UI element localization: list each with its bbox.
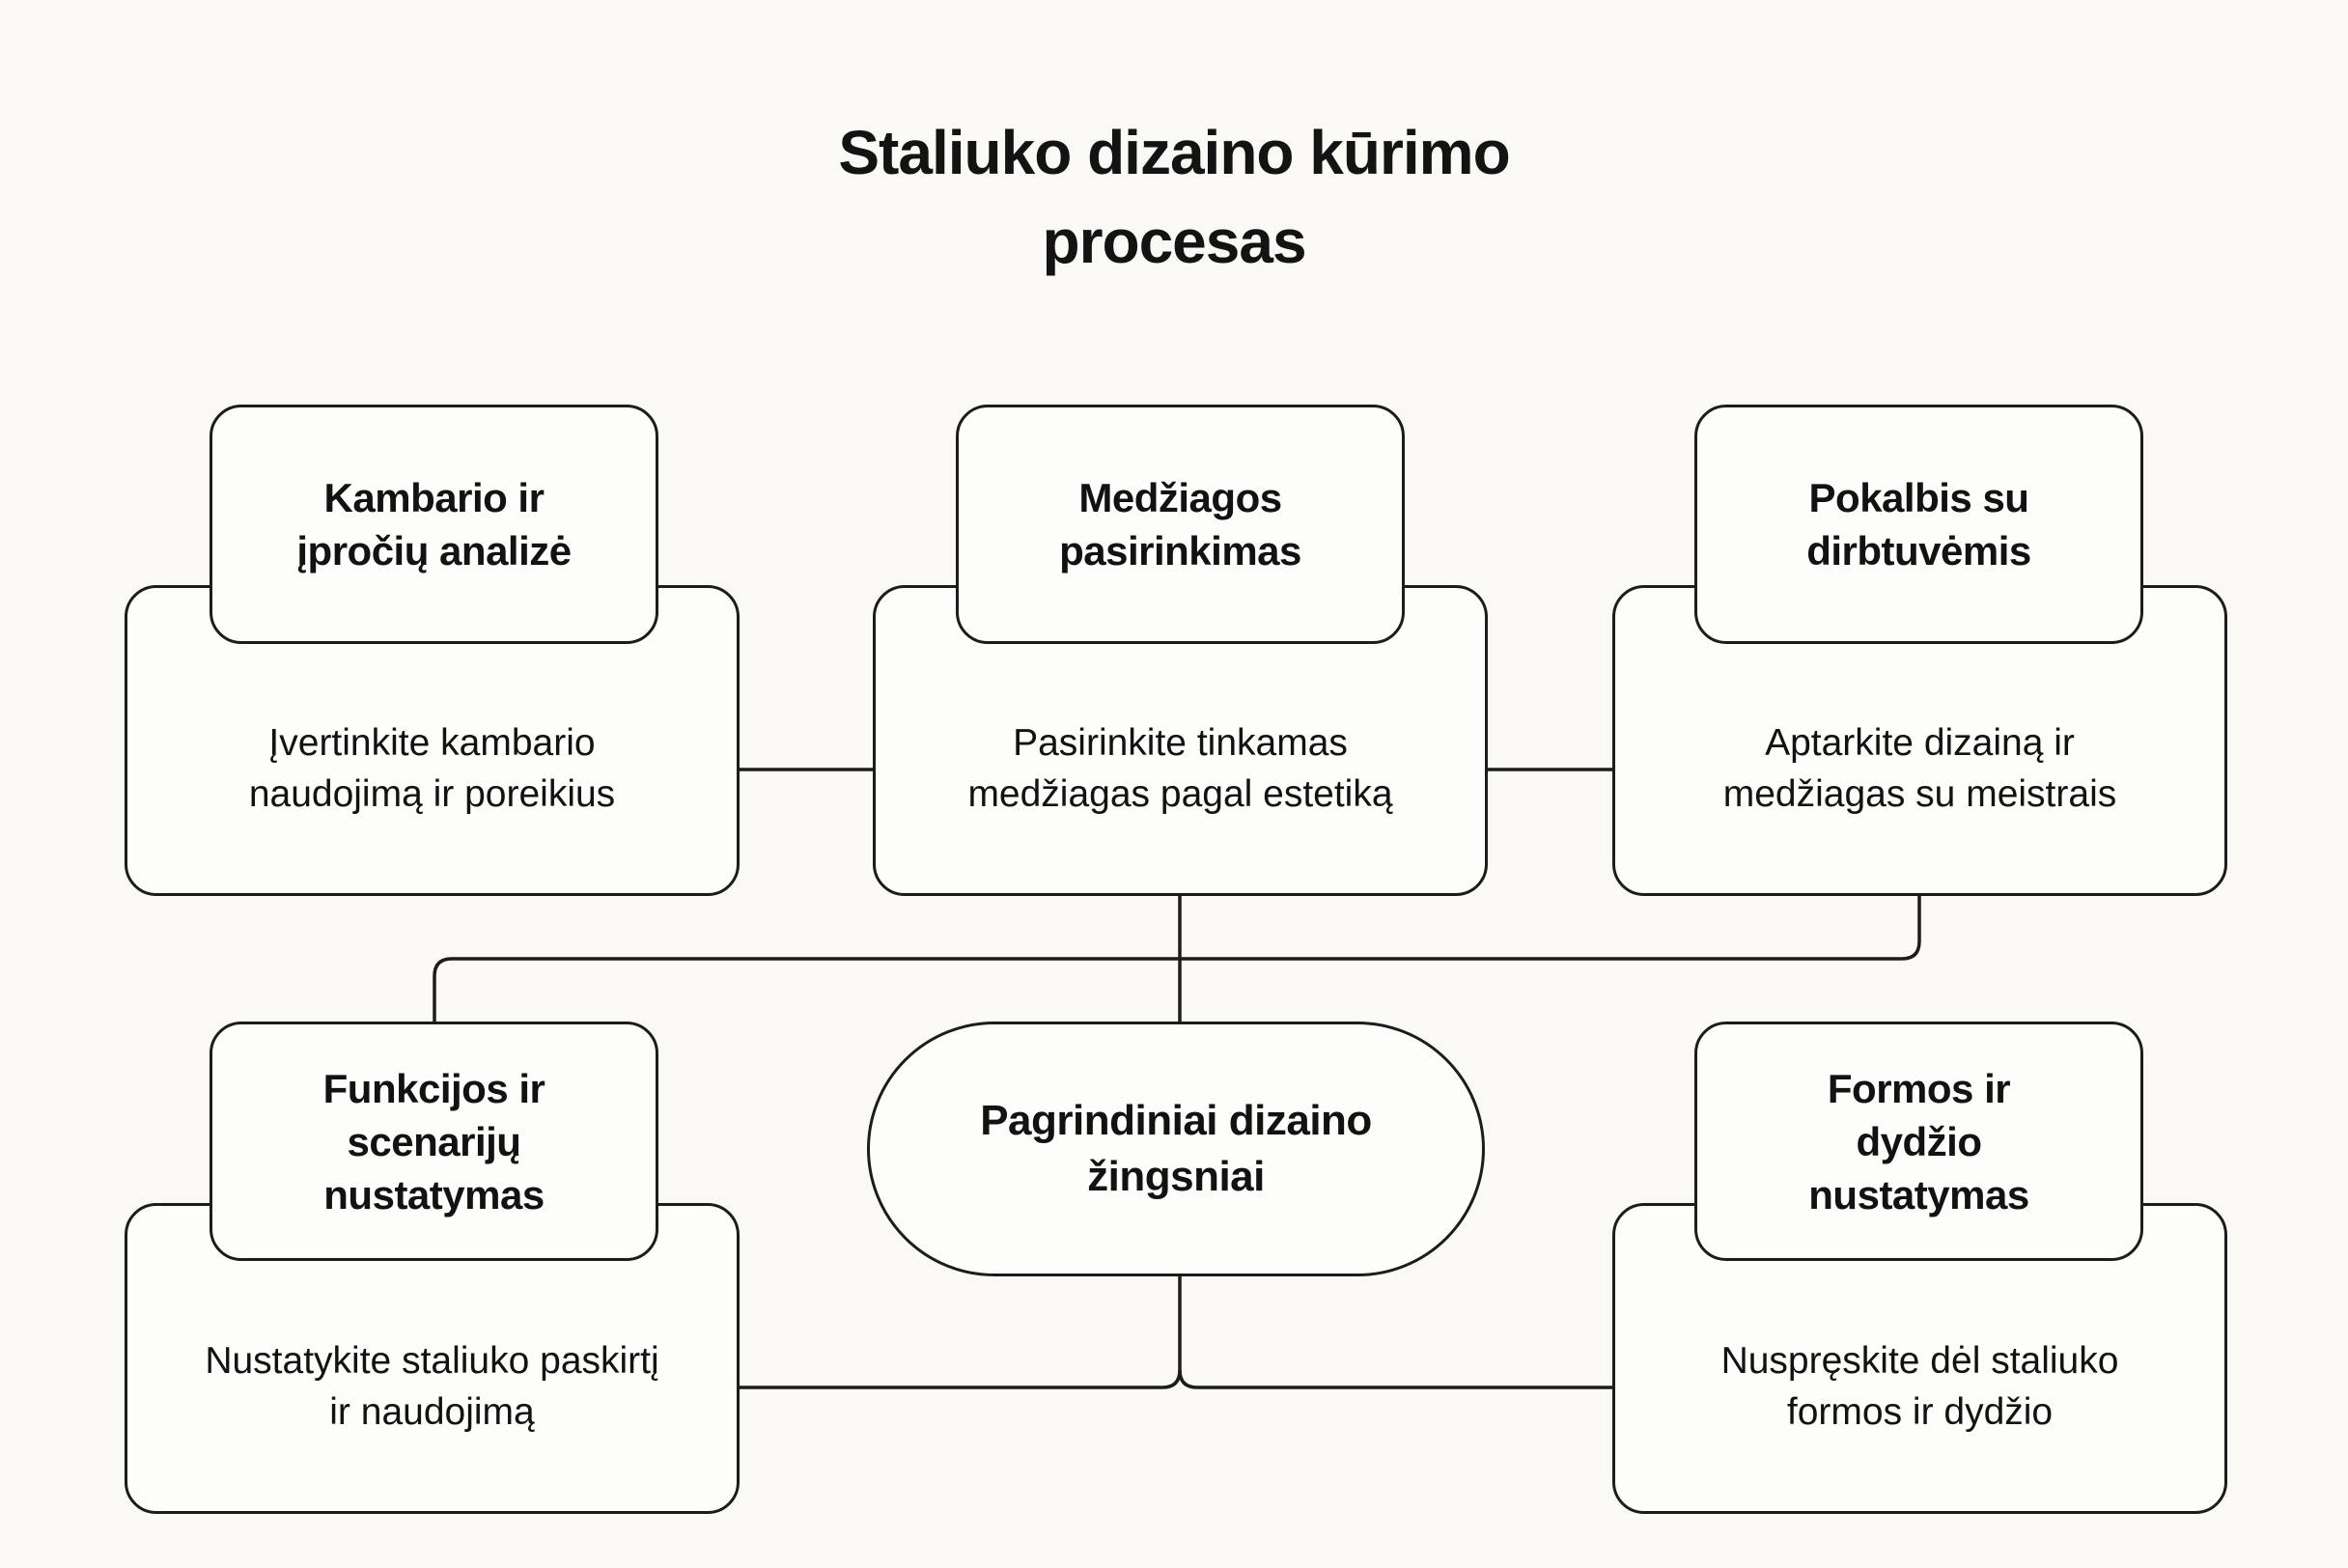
node-workshop-talk-desc-text: Aptarkite dizainą ir medžiagas su meistr… <box>1722 722 2117 815</box>
node-room-analysis-desc-text: Įvertinkite kambario naudojimą ir poreik… <box>248 722 616 815</box>
node-material-selection-header: Medžiagos pasirinkimas <box>956 405 1405 644</box>
node-shape-size-header: Formos ir dydžio nustatymas <box>1694 1022 2143 1261</box>
node-main-steps-label: Pagrindiniai dizaino žingsniai <box>980 1097 1372 1200</box>
node-workshop-talk-title: Pokalbis su dirbtuvėmis <box>1806 475 2031 574</box>
connector-stadium-to-left-desc <box>740 1276 1182 1389</box>
node-function-setting-title: Funkcijos ir scenarijų nustatymas <box>322 1065 545 1218</box>
node-shape-size-title: Formos ir dydžio nustatymas <box>1808 1065 2029 1218</box>
connector-stadium-to-right-desc <box>1178 1369 1612 1389</box>
node-function-setting-header: Funkcijos ir scenarijų nustatymas <box>210 1022 658 1261</box>
node-material-selection-title: Medžiagos pasirinkimas <box>1059 475 1301 574</box>
node-workshop-talk-header: Pokalbis su dirbtuvėmis <box>1694 405 2143 644</box>
node-shape-size-desc-text: Nuspręskite dėl staliuko formos ir dydži… <box>1720 1340 2119 1433</box>
node-main-steps-stadium: Pagrindiniai dizaino žingsniai <box>867 1022 1485 1276</box>
node-material-selection-desc-text: Pasirinkite tinkamas medžiagas pagal est… <box>967 722 1393 815</box>
page-title-text: Staliuko dizaino kūrimo procesas <box>838 118 1510 276</box>
page-title: Staliuko dizaino kūrimo procesas <box>0 108 2348 286</box>
node-function-setting-desc-text: Nustatykite staliuko paskirtį ir naudoji… <box>205 1340 659 1433</box>
node-room-analysis-title: Kambario ir įpročių analizė <box>296 475 572 574</box>
connector-workshop-to-functions <box>433 896 1921 1022</box>
node-room-analysis-header: Kambario ir įpročių analizė <box>210 405 658 644</box>
